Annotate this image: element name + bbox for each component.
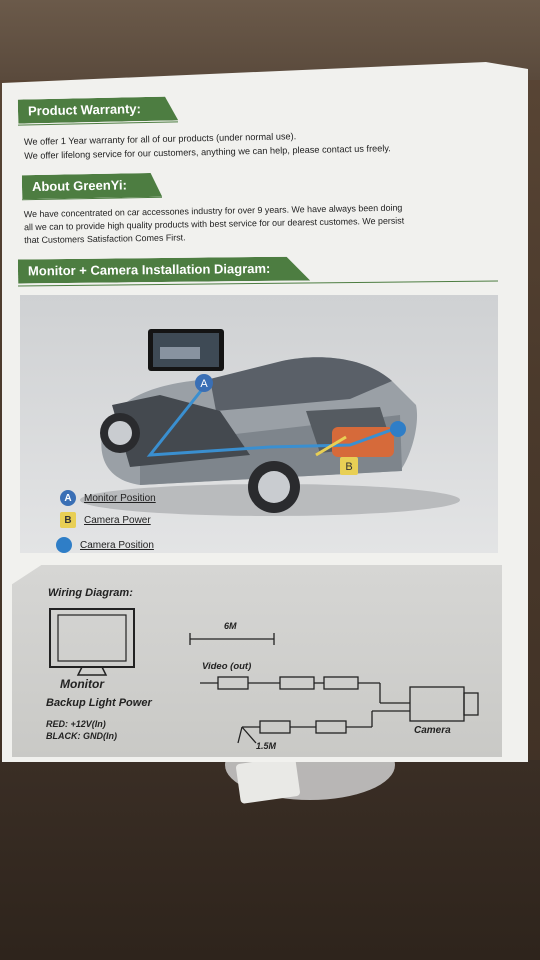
paper-scrap (235, 756, 301, 804)
legend-badge-b-text: B (64, 514, 72, 526)
wiring-video-label: Video (out) (202, 661, 252, 672)
legend-badge-a: A (60, 490, 76, 506)
wiring-red-label: RED: +12V(In) (46, 719, 106, 729)
about-header-text: About GreenYi: (31, 177, 127, 195)
installation-header: Monitor + Camera Installation Diagram: (18, 256, 310, 283)
wiring-backup-label: Backup Light Power (46, 697, 152, 709)
legend-label-camera-power: Camera Power (84, 514, 151, 526)
monitor-image (148, 329, 224, 371)
marker-c (390, 421, 406, 437)
wiring-length-6m: 6M (224, 621, 237, 631)
warranty-header: Product Warranty: (18, 96, 178, 123)
wiring-title: Wiring Diagram: (48, 587, 133, 599)
wiring-monitor-label: Monitor (60, 677, 104, 691)
car-diagram-panel: A B (20, 295, 498, 553)
warranty-text: We offer 1 Year warranty for all of our … (24, 125, 494, 163)
power-wire (315, 435, 347, 457)
wiring-black-label: BLACK: GND(In) (46, 731, 117, 741)
legend-badge-c (56, 537, 72, 553)
warranty-header-text: Product Warranty: (27, 101, 142, 119)
legend-label-camera-position: Camera Position (80, 539, 154, 551)
marker-b-label: B (345, 461, 352, 473)
marker-b (340, 457, 358, 475)
car-illustration: A B (80, 329, 460, 516)
legend-badge-b: B (60, 512, 76, 528)
legend-camera-power: B Camera Power (60, 512, 151, 528)
car-wheels (100, 413, 300, 513)
cable-diagram (189, 633, 479, 744)
marker-a-label: A (200, 378, 208, 390)
legend-monitor-position: A Monitor Position (60, 490, 156, 506)
monitor-outline-icon (49, 608, 135, 676)
wiring-diagram-panel: Wiring Diagram: Monitor Backup Light Pow… (12, 565, 502, 757)
legend-camera-position: Camera Position (56, 537, 154, 553)
about-text: We have concentrated on car accessones i… (24, 200, 505, 247)
wiring-length-1-5m: 1.5M (256, 741, 277, 751)
wire-route (146, 386, 395, 457)
wiring-camera-label: Camera (414, 725, 451, 736)
instruction-leaflet: Product Warranty: We offer 1 Year warran… (2, 62, 528, 762)
marker-a (195, 374, 213, 392)
installation-header-text: Monitor + Camera Installation Diagram: (27, 260, 271, 279)
legend-badge-a-text: A (64, 492, 72, 504)
legend-label-monitor-position: Monitor Position (84, 492, 156, 504)
about-header: About GreenYi: (22, 173, 162, 199)
